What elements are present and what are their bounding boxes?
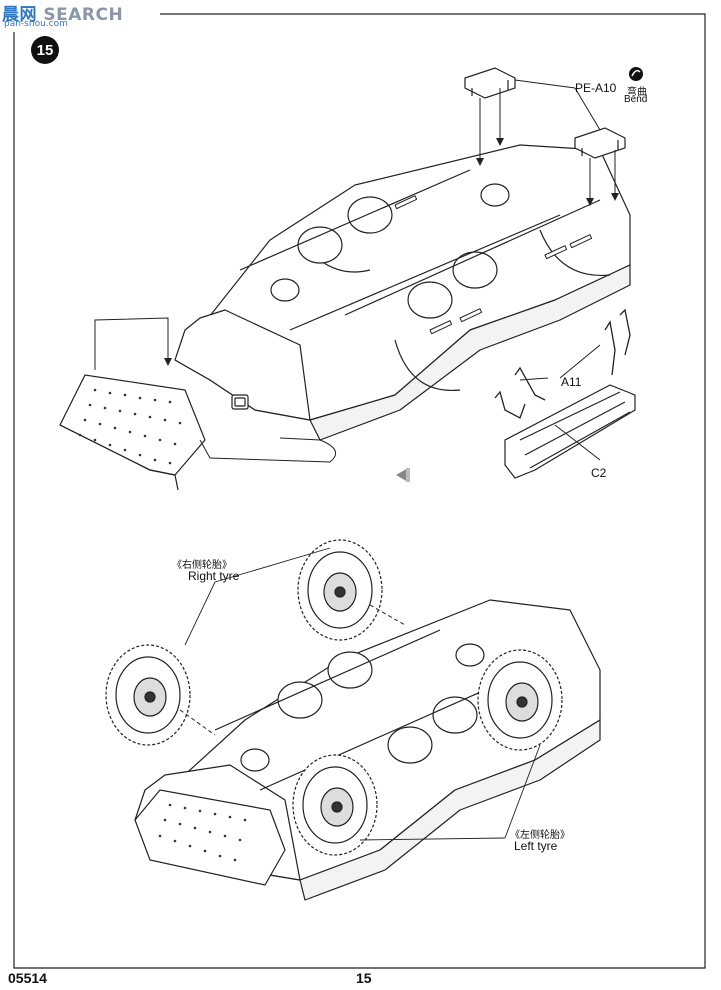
bend-cn-label: 弯曲 (627, 87, 647, 98)
right-tyre-cn-label: 《右侧轮胎》 (172, 560, 232, 571)
a11-handles (494, 308, 631, 419)
c2-label: C2 (591, 466, 607, 480)
step-number-badge: 15 (31, 36, 59, 64)
bottom-front-plate (134, 789, 286, 886)
tyre-right-lower (105, 644, 191, 746)
kit-number: 05514 (8, 970, 47, 986)
front-armor-plate (59, 374, 206, 491)
top-hull (174, 144, 631, 441)
watermark-logo: 晨网 SEARCH (2, 0, 123, 25)
tyre-left-upper (477, 649, 563, 751)
c2-stowage-bin (504, 384, 636, 479)
page-border (13, 13, 706, 969)
pe-a10-brackets (464, 67, 626, 159)
left-tyre-cn-label: 《左侧轮胎》 (510, 830, 570, 841)
watermark-cn: 晨网 (2, 5, 37, 25)
watermark-url: pan-shou.com (4, 19, 68, 29)
bend-en-label: Bend (624, 94, 648, 105)
page-number: 15 (356, 970, 372, 986)
view-direction-arrow-icon (396, 468, 410, 482)
left-tyre-label: Left tyre (514, 839, 558, 853)
connection-loop-lower (199, 437, 337, 463)
arrowheads (476, 138, 619, 206)
right-tyre-label: Right tyre (188, 569, 240, 583)
tyre-right-upper (297, 539, 383, 641)
bend-icon (629, 67, 643, 81)
pe-a10-label: PE-A10 (575, 81, 617, 95)
connection-loop-upper (94, 317, 169, 370)
tyre-left-lower (292, 754, 378, 856)
watermark-brand: SEARCH (43, 5, 124, 25)
a11-label: A11 (561, 375, 582, 389)
